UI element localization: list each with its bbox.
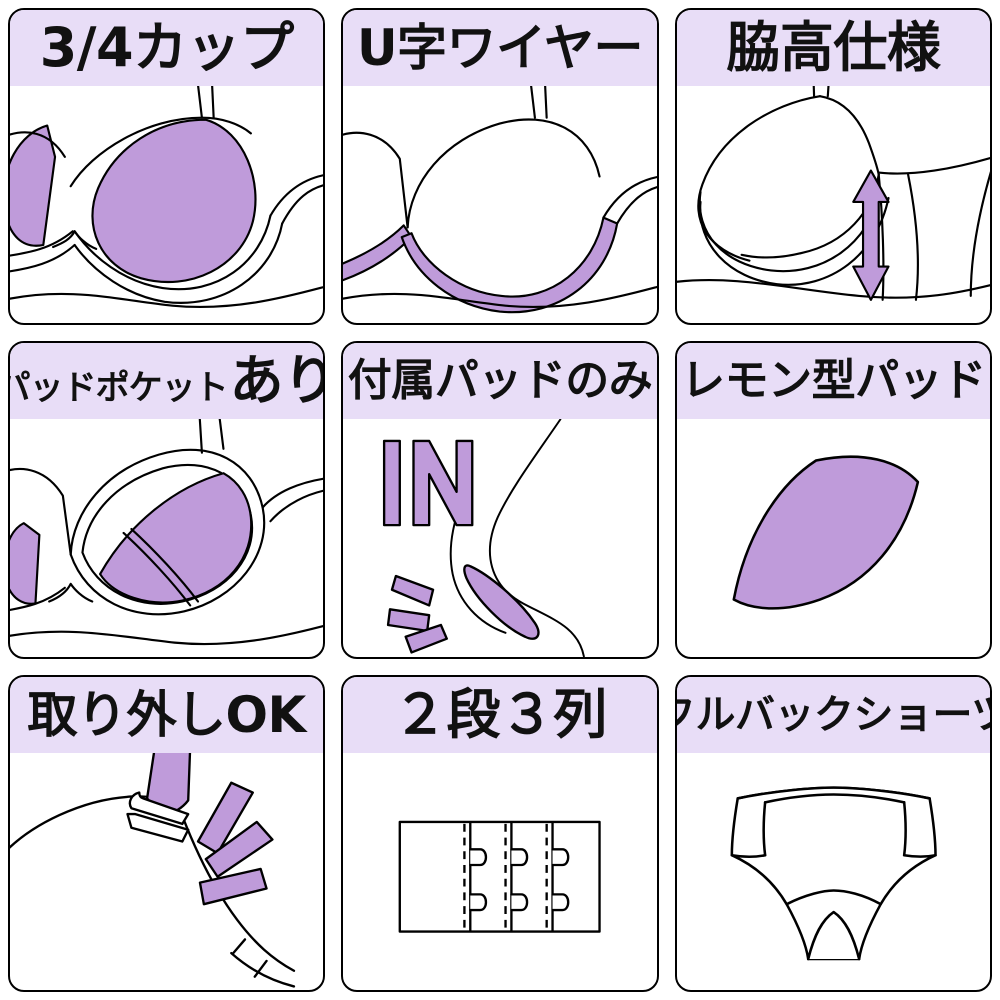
illustration-full-back-shorts	[677, 677, 990, 990]
grid-cell-6: レモン型パッド	[667, 333, 1000, 666]
grid-cell-7: 取り外しOK	[0, 667, 333, 1000]
panel-header-3: 脇高仕様	[676, 10, 990, 86]
grid-cell-5: 付属パッドのみ	[333, 333, 666, 666]
grid-cell-8: ２段３列	[333, 667, 666, 1000]
panel-two-row-three-column-hook[interactable]: ２段３列	[341, 674, 659, 992]
grid-cell-2: U字ワイヤー	[333, 0, 666, 333]
panel-lemon-shape-pad[interactable]: レモン型パッド	[674, 341, 992, 659]
grid-cell-4: パッドポケット あり	[0, 333, 333, 666]
illustration-lemon-pad	[677, 343, 990, 656]
panel-high-side-design[interactable]: 脇高仕様	[674, 8, 992, 326]
panel-header-2: U字ワイヤー	[343, 10, 657, 86]
illustration-pad-insert-in	[343, 343, 656, 657]
panel-title-9: フルバックショーツ	[677, 691, 990, 738]
panel-removable-ok[interactable]: 取り外しOK	[8, 674, 326, 992]
grid-cell-9: フルバックショーツ	[667, 667, 1000, 1000]
panel-title-4-small: パッドポケット	[10, 368, 229, 409]
panel-pad-pocket[interactable]: パッドポケット あり	[8, 341, 326, 659]
panel-header-7: 取り外しOK	[10, 676, 324, 753]
panel-u-shape-wire[interactable]: U字ワイヤー	[341, 8, 659, 326]
panel-title-2: U字ワイヤー	[356, 19, 644, 77]
panel-title-4: パッドポケット あり	[10, 354, 323, 408]
panel-title-4-large: あり	[229, 349, 324, 413]
panel-header-4: パッドポケット あり	[10, 343, 324, 420]
panel-header-5: 付属パッドのみ	[343, 343, 657, 420]
illustration-bra-side-high-arrow	[676, 10, 990, 323]
panel-title-5: 付属パッドのみ	[347, 355, 653, 407]
panel-title-8: ２段３列	[392, 682, 608, 746]
panel-header-6: レモン型パッド	[676, 343, 990, 420]
grid-cell-1: 3/4カップ	[0, 0, 333, 333]
illustration-bra-front-filled-cups	[10, 10, 324, 323]
panel-title-6: レモン型パッド	[681, 355, 986, 407]
panel-full-back-shorts[interactable]: フルバックショーツ	[674, 674, 992, 992]
panel-header-1: 3/4カップ	[10, 10, 324, 86]
illustration-hook-closure	[343, 677, 656, 990]
panel-header-8: ２段３列	[343, 676, 657, 753]
panel-title-1: 3/4カップ	[39, 16, 294, 79]
panel-included-pad-only[interactable]: 付属パッドのみ	[341, 341, 659, 659]
grid-cell-3: 脇高仕様	[667, 0, 1000, 333]
panel-title-3: 脇高仕様	[726, 16, 941, 79]
panel-title-7: 取り外しOK	[27, 685, 307, 744]
illustration-bra-cup-pad-pocket	[10, 343, 324, 656]
panel-three-quarter-cup[interactable]: 3/4カップ	[8, 8, 326, 326]
panel-header-9: フルバックショーツ	[676, 676, 990, 753]
